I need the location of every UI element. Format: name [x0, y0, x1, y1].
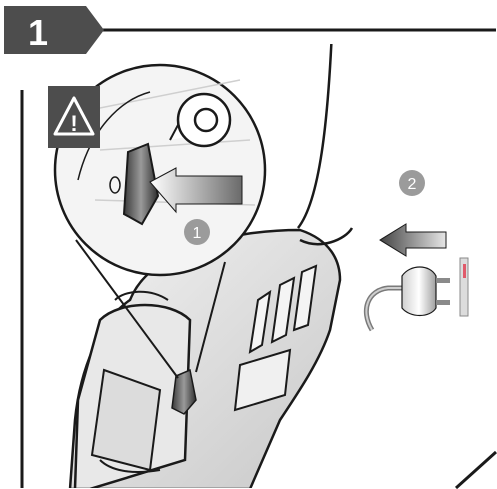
warning-box: !	[48, 86, 100, 148]
callout-2: 2	[399, 170, 425, 196]
callout-1-label: 1	[193, 225, 202, 242]
arrow-left-icon	[380, 224, 446, 256]
power-plug-icon	[366, 267, 450, 330]
step-tab: 1	[4, 6, 104, 54]
step-number: 1	[28, 12, 48, 53]
callout-2-label: 2	[408, 176, 417, 193]
frame-corner-cut	[456, 452, 496, 488]
callout-1: 1	[184, 219, 210, 245]
warning-glyph: !	[70, 111, 77, 136]
